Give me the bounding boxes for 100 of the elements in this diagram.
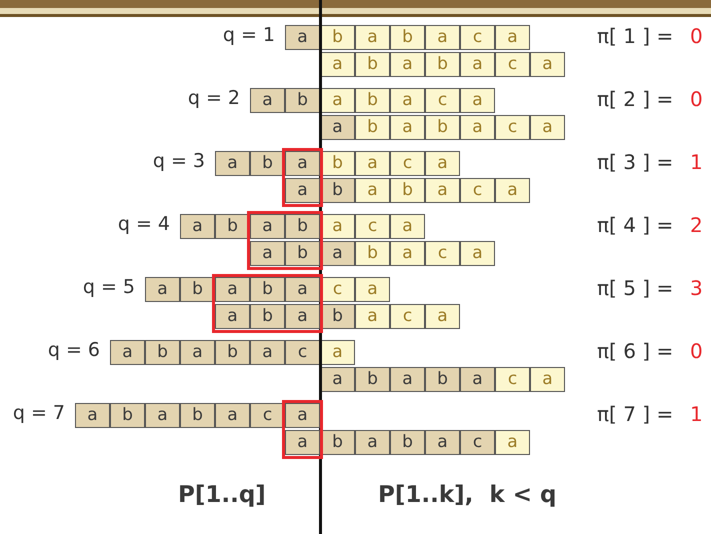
letter-cell: a	[285, 403, 320, 428]
letter-cell: a	[320, 367, 355, 392]
letter-cell: a	[355, 178, 390, 203]
letter-cell: a	[320, 52, 355, 77]
letter-cell: a	[390, 367, 425, 392]
letter-cell: a	[460, 115, 495, 140]
letter-cell: c	[495, 115, 530, 140]
letter-cell: a	[320, 214, 355, 239]
prefix-function-label: π[ 3 ] =	[597, 150, 674, 174]
letter-cell: b	[320, 304, 355, 329]
letter-cell: a	[75, 403, 110, 428]
letter-cell: a	[460, 367, 495, 392]
letter-cell: a	[180, 214, 215, 239]
highlight-frame	[282, 148, 323, 207]
letter-cell: a	[425, 151, 460, 176]
letter-cell: b	[145, 340, 180, 365]
letter-cell: c	[390, 151, 425, 176]
letter-cell: b	[285, 214, 320, 239]
letter-cell: c	[460, 25, 495, 50]
prefix-function-label: π[ 6 ] =	[597, 339, 674, 363]
highlight-frame	[247, 211, 323, 270]
letter-cell: a	[355, 151, 390, 176]
letter-cell: a	[215, 304, 250, 329]
letter-cell: c	[460, 430, 495, 455]
letter-cell: a	[390, 214, 425, 239]
letter-cell: b	[390, 178, 425, 203]
letter-cell: b	[285, 241, 320, 266]
column-caption: P[1..q]	[178, 482, 266, 508]
letter-cell: a	[530, 52, 565, 77]
letter-cell: a	[250, 88, 285, 113]
letter-cell: b	[250, 151, 285, 176]
letter-cell: b	[425, 115, 460, 140]
letter-cell: a	[285, 277, 320, 302]
row-label: q = 1	[222, 24, 275, 46]
letter-cell: a	[425, 25, 460, 50]
letter-cell: b	[320, 178, 355, 203]
row-label: q = 4	[118, 213, 170, 235]
prefix-function-value: 2	[690, 213, 703, 237]
letter-cell: a	[250, 340, 285, 365]
letter-cell: a	[425, 178, 460, 203]
letter-cell: b	[320, 430, 355, 455]
letter-cell: a	[530, 367, 565, 392]
letter-cell: a	[390, 88, 425, 113]
letter-cell: a	[460, 52, 495, 77]
letter-cell: a	[495, 25, 530, 50]
letter-cell: c	[425, 241, 460, 266]
letter-cell: b	[425, 367, 460, 392]
letter-cell: c	[355, 214, 390, 239]
letter-cell: c	[495, 367, 530, 392]
letter-cell: a	[145, 403, 180, 428]
letter-cell: b	[355, 52, 390, 77]
letter-cell: b	[285, 88, 320, 113]
letter-cell: a	[355, 430, 390, 455]
letter-cell: c	[285, 340, 320, 365]
letter-cell: a	[390, 115, 425, 140]
letter-cell: a	[215, 277, 250, 302]
letter-cell: b	[355, 241, 390, 266]
letter-cell: a	[285, 151, 320, 176]
letter-cell: b	[390, 25, 425, 50]
letter-cell: b	[320, 25, 355, 50]
letter-cell: a	[215, 151, 250, 176]
letter-cell: a	[285, 25, 320, 50]
letter-cell: a	[530, 115, 565, 140]
column-caption: P[1..k], k < q	[378, 482, 556, 508]
letter-cell: a	[460, 88, 495, 113]
letter-cell: a	[320, 340, 355, 365]
letter-cell: c	[390, 304, 425, 329]
prefix-function-label: π[ 7 ] =	[597, 402, 674, 426]
letter-cell: a	[180, 340, 215, 365]
letter-cell: b	[355, 88, 390, 113]
row-label: q = 6	[48, 339, 100, 361]
letter-cell: a	[250, 241, 285, 266]
prefix-function-value: 0	[690, 24, 703, 48]
letter-cell: b	[250, 304, 285, 329]
letter-cell: b	[355, 115, 390, 140]
letter-cell: c	[460, 178, 495, 203]
letter-cell: a	[320, 88, 355, 113]
letter-cell: a	[495, 430, 530, 455]
letter-cell: a	[285, 430, 320, 455]
letter-cell: c	[320, 277, 355, 302]
letter-cell: a	[215, 403, 250, 428]
letter-cell: b	[215, 214, 250, 239]
prefix-function-value: 0	[690, 339, 703, 363]
letter-cell: a	[390, 52, 425, 77]
row-label: q = 5	[82, 276, 135, 298]
prefix-function-label: π[ 1 ] =	[597, 24, 674, 48]
letter-cell: a	[320, 241, 355, 266]
letter-cell: a	[355, 25, 390, 50]
letter-cell: c	[250, 403, 285, 428]
letter-cell: a	[285, 304, 320, 329]
prefix-function-label: π[ 5 ] =	[597, 276, 674, 300]
letter-cell: a	[355, 277, 390, 302]
letter-cell: c	[425, 88, 460, 113]
letter-cell: a	[355, 304, 390, 329]
prefix-function-value: 1	[690, 150, 703, 174]
row-label: q = 7	[12, 402, 65, 424]
letter-cell: b	[180, 403, 215, 428]
letter-cell: b	[320, 151, 355, 176]
highlight-frame	[282, 400, 323, 459]
prefix-function-label: π[ 4 ] =	[597, 213, 674, 237]
